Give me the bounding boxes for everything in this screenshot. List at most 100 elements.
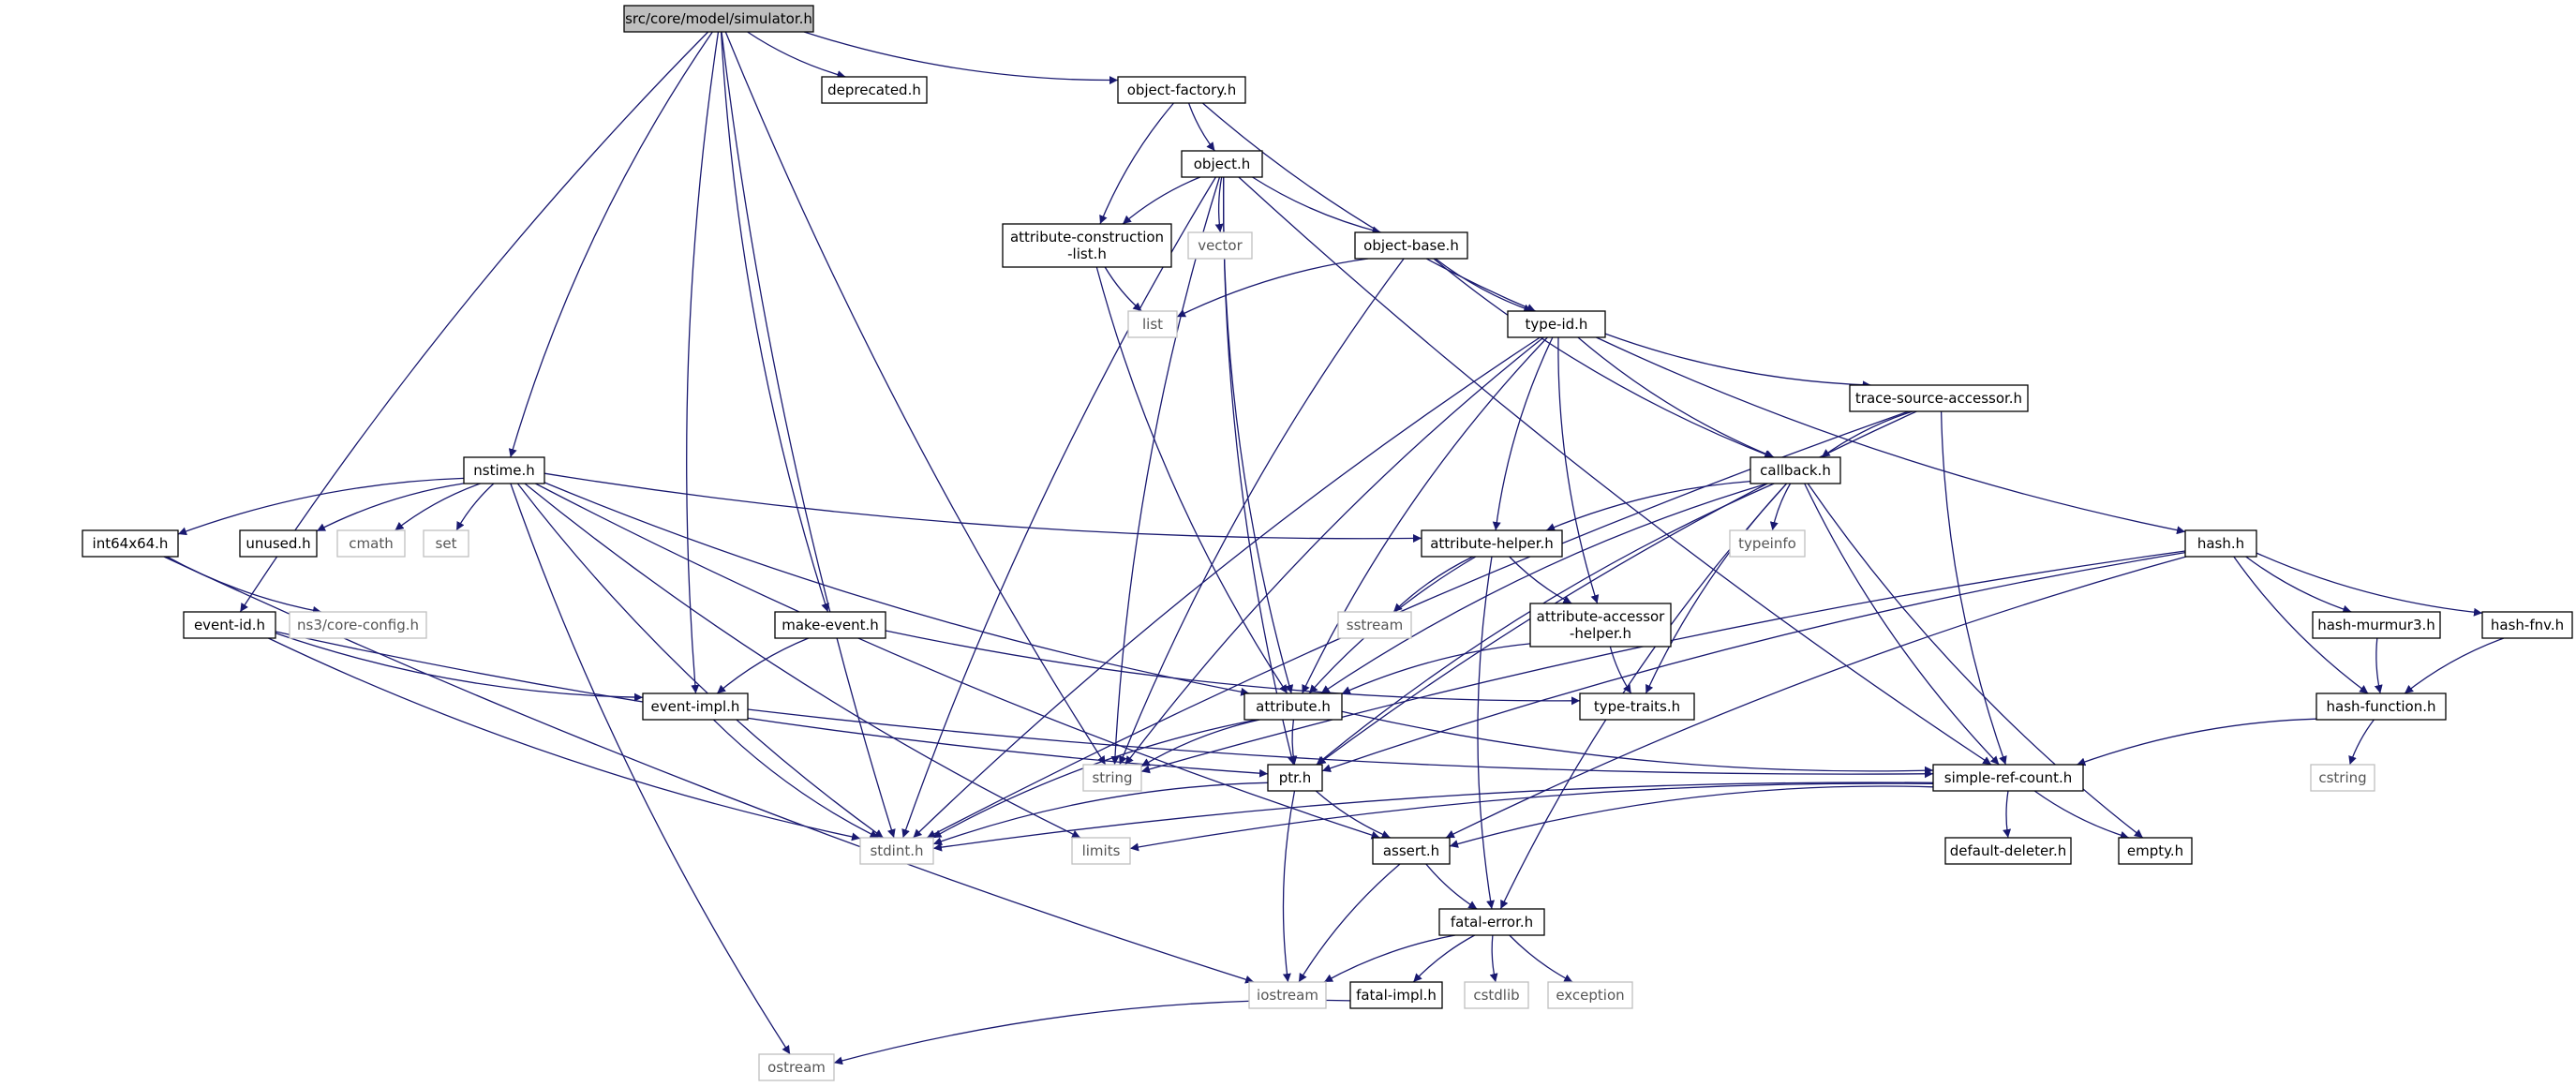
node-deprecated[interactable]: deprecated.h (821, 76, 928, 104)
node-tsa[interactable]: trace-source-accessor.h (1849, 384, 2029, 412)
edge-hashmurmur-to-hashfunc (2374, 637, 2383, 694)
node-hash[interactable]: hash.h (2184, 529, 2257, 558)
node-objectfactory[interactable]: object-factory.h (1117, 76, 1246, 104)
node-objectbase[interactable]: object-base.h (1354, 231, 1468, 260)
node-box (1729, 529, 1806, 558)
node-cstdlib: cstdlib (1464, 981, 1529, 1009)
edge-attribute-to-ptr (1288, 719, 1298, 766)
node-label: event-id.h (194, 617, 265, 633)
node-box (623, 5, 814, 33)
edge-nstime-to-limits (524, 483, 1081, 839)
node-eventimpl[interactable]: event-impl.h (642, 692, 749, 721)
edge-assert-to-fatalerror (1425, 863, 1478, 910)
node-label: object.h (1194, 156, 1251, 172)
node-callback[interactable]: callback.h (1750, 456, 1841, 484)
edge-simulator-to-objectfactory (803, 31, 1119, 85)
node-label: cstring (2318, 769, 2366, 786)
edge-tsa-to-ptr (1317, 410, 1917, 766)
edge-assert-to-iostream (1298, 863, 1401, 983)
edge-attracc-to-attribute (1341, 643, 1531, 694)
node-label: event-impl.h (651, 698, 740, 715)
node-box (2315, 692, 2447, 721)
edge-simulator-to-string (724, 31, 1107, 766)
node-ptr[interactable]: ptr.h (1267, 764, 1323, 792)
edge-typeid-to-hash (1596, 336, 2186, 535)
node-box (1267, 764, 1323, 792)
node-defdeleter[interactable]: default-deleter.h (1944, 837, 2072, 865)
node-box (1849, 384, 2029, 412)
node-string: string (1082, 764, 1142, 792)
edge-callback-to-empty (1807, 483, 2144, 839)
edge-ptr-to-stdint (932, 782, 1269, 846)
edge-fatalerror-to-iostream (1323, 934, 1456, 983)
node-attracc[interactable]: attribute-accessor-helper.h (1529, 603, 1672, 648)
node-fatalimpl[interactable]: fatal-impl.h (1349, 981, 1443, 1009)
node-unused[interactable]: unused.h (239, 529, 318, 558)
edge-attrhelper-to-attracc (1509, 556, 1572, 604)
node-hashfnv[interactable]: hash-fnv.h (2481, 611, 2573, 639)
node-box (1529, 603, 1672, 648)
edge-eventimpl-to-stdint (713, 719, 879, 839)
edge-ptr-to-iostream (1282, 790, 1296, 983)
edge-objectfactory-to-typeid (1201, 102, 1536, 312)
edge-tsa-to-callback (1821, 410, 1913, 458)
node-label: list (1142, 316, 1163, 333)
edge-fatalerror-to-cstdlib (1489, 934, 1498, 983)
node-label: stdint.h (870, 842, 923, 859)
node-label: hash-fnv.h (2491, 617, 2564, 633)
edge-tsa-to-srcount (1940, 410, 2007, 766)
node-object[interactable]: object.h (1181, 150, 1263, 178)
edge-hashfunc-to-cstring (2348, 719, 2375, 766)
node-box (1507, 310, 1606, 338)
node-box (859, 837, 934, 865)
node-box (774, 611, 886, 639)
node-fatalerror[interactable]: fatal-error.h (1438, 908, 1545, 936)
node-box (1944, 837, 2072, 865)
edge-nstime-to-attribute (543, 482, 1250, 696)
node-label: sstream (1347, 617, 1403, 633)
edge-nstime-to-ostream (510, 483, 791, 1055)
edge-object-to-ptr (1222, 176, 1296, 766)
edge-nstime-to-unused (316, 483, 465, 532)
node-int64x64[interactable]: int64x64.h (82, 529, 179, 558)
node-box (2481, 611, 2573, 639)
edge-eventid-to-ptr (275, 631, 1269, 778)
node-eventid[interactable]: event-id.h (183, 611, 276, 639)
node-label: iostream (1257, 987, 1318, 1004)
edge-attrconst-to-list (1104, 266, 1142, 312)
node-box (2118, 837, 2193, 865)
node-attrhelper[interactable]: attribute-helper.h (1421, 529, 1563, 558)
node-label: unused.h (246, 535, 310, 552)
node-box (82, 529, 179, 558)
node-label: set (436, 535, 457, 552)
edge-attracc-to-typetraits (1609, 646, 1632, 694)
edge-srcount-to-limits (1129, 782, 1934, 852)
node-attrconst[interactable]: attribute-construction-list.h (1002, 223, 1172, 268)
node-srcount[interactable]: simple-ref-count.h (1932, 764, 2084, 792)
edge-fatalerror-to-fatalimpl (1412, 934, 1476, 983)
node-label: empty.h (2127, 842, 2183, 859)
node-assert[interactable]: assert.h (1372, 837, 1451, 865)
node-label: object-base.h (1363, 237, 1459, 254)
edge-typeid-to-attribute (1302, 336, 1548, 694)
edge-hash-to-assert (1445, 556, 2187, 839)
edge-typeid-to-tsa (1604, 333, 1871, 390)
node-box (336, 529, 406, 558)
edge-objectbase-to-list (1176, 258, 1369, 318)
node-box (2310, 764, 2375, 792)
node-typeinfo: typeinfo (1729, 529, 1806, 558)
node-attribute[interactable]: attribute.h (1243, 692, 1343, 721)
node-label: assert.h (1383, 842, 1439, 859)
edge-hash-to-hashfunc (2233, 556, 2369, 694)
node-nstime[interactable]: nstime.h (463, 456, 545, 484)
edge-simulator-to-stdint (721, 31, 896, 839)
node-simulator[interactable]: src/core/model/simulator.h (623, 5, 814, 33)
node-typeid[interactable]: type-id.h (1507, 310, 1606, 338)
edge-nstime-to-attrhelper (543, 472, 1422, 544)
node-makeevent[interactable]: make-event.h (774, 611, 886, 639)
node-hashfunc[interactable]: hash-function.h (2315, 692, 2447, 721)
node-hashmurmur[interactable]: hash-murmur3.h (2312, 611, 2441, 639)
node-empty[interactable]: empty.h (2118, 837, 2193, 865)
node-typetraits[interactable]: type-traits.h (1579, 692, 1695, 721)
